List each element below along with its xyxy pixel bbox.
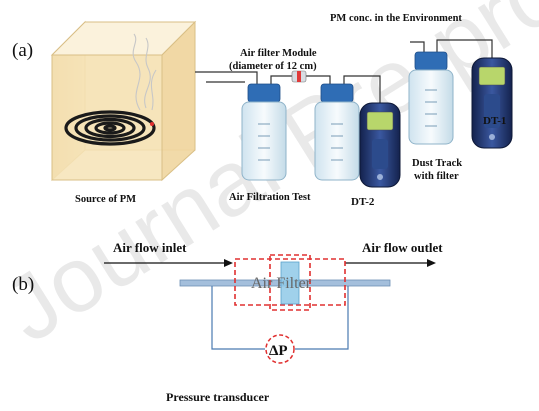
air-filter-element — [280, 261, 300, 305]
air-filter-module-diameter-label: (diameter of 12 cm) — [229, 61, 317, 72]
pressure-tap-lines — [211, 286, 349, 350]
sampling-bottle-2 — [314, 83, 360, 181]
pressure-transducer-symbol: ΔP — [265, 334, 295, 364]
source-of-pm-label: Source of PM — [75, 194, 136, 205]
dust-track-label-line1: Dust Track — [412, 158, 462, 169]
filter-housing-dashed-box — [234, 254, 346, 311]
air-filter-module-label: Air filter Module — [240, 48, 317, 59]
dusttrak-dt1-device — [471, 57, 513, 149]
dt1-label: DT-1 — [483, 115, 506, 127]
outlet-flow-arrow — [345, 259, 436, 267]
air-filter-text: Air Filter — [251, 275, 312, 292]
dt2-label: DT-2 — [351, 196, 375, 208]
air-filtration-test-label: Air Filtration Test — [229, 192, 311, 203]
smoke-plume — [132, 33, 157, 111]
dusttrak-dt2-device — [359, 102, 401, 188]
air-flow-inlet-label: Air flow inlet — [113, 240, 187, 255]
sampling-bottle-1 — [241, 83, 287, 181]
pm-chamber — [50, 20, 197, 182]
filter-module — [291, 70, 307, 83]
delta-p-label: ΔP — [269, 343, 288, 359]
inlet-flow-arrow — [104, 259, 233, 267]
mosquito-coil — [64, 110, 156, 146]
pm-environment-label: PM conc. in the Environment — [330, 13, 462, 24]
panel-b-label: (b) — [12, 274, 34, 295]
panel-a-label: (a) — [12, 40, 33, 61]
tubing — [195, 39, 493, 110]
sampling-bottle-3 — [408, 51, 454, 145]
dust-track-label-line2: with filter — [414, 171, 459, 182]
air-flow-outlet-label: Air flow outlet — [362, 240, 443, 255]
pressure-transducer-label: Pressure transducer — [166, 390, 270, 404]
